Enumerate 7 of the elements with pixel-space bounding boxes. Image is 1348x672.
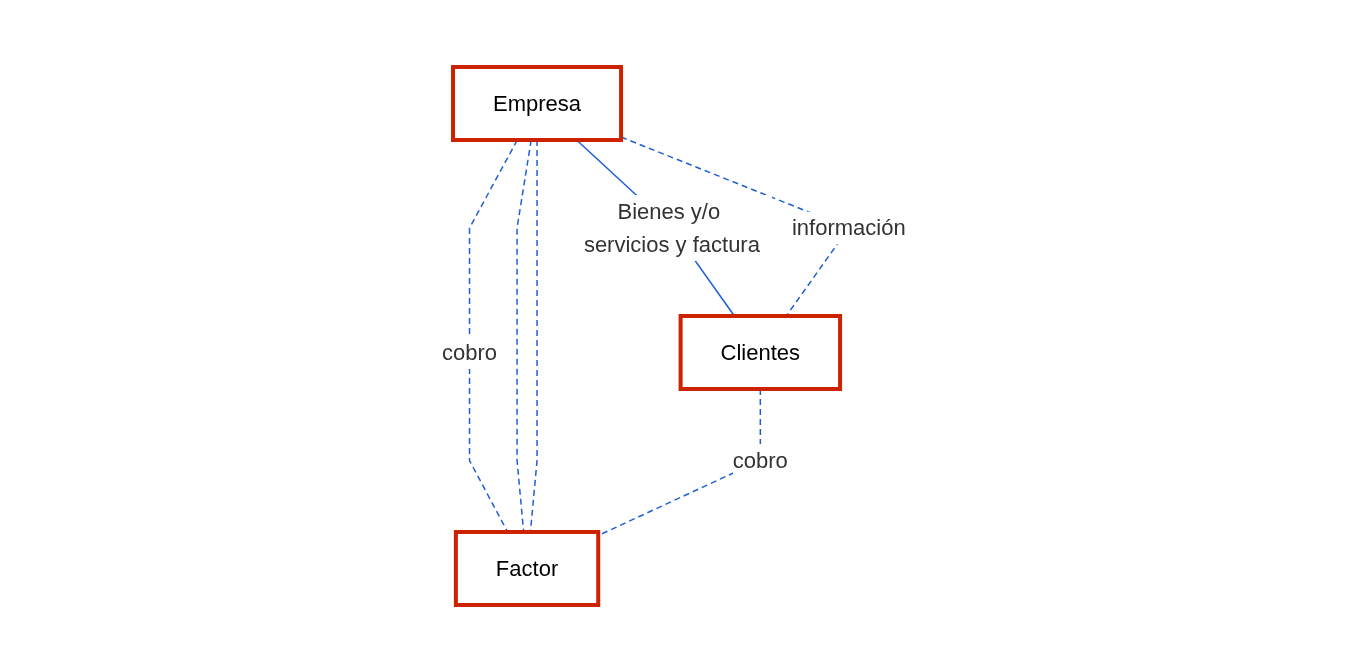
node-box: Empresa [451,65,624,142]
edge-label: información [792,215,906,241]
node-box: Factor [454,530,601,607]
edge-label: Bienes y/o servicios y factura [584,199,761,257]
edge-label: cobro [733,447,789,473]
edge-label: cobro [442,339,498,365]
node-box: Clientes [678,314,843,391]
